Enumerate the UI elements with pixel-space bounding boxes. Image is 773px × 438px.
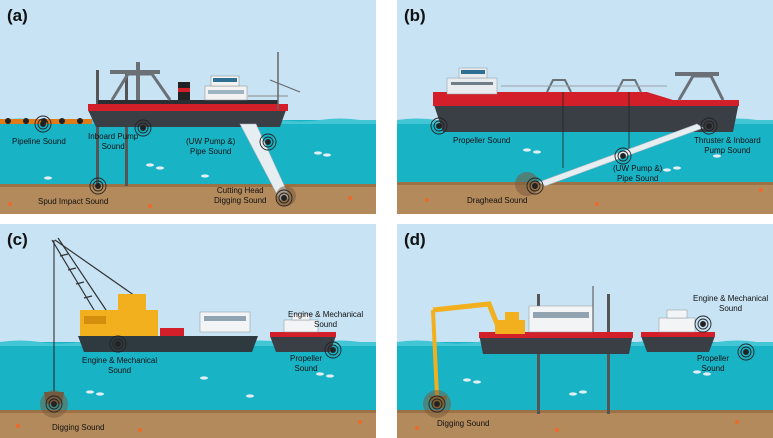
panel-d-excavator-dredge: (d) Engine & Mechanical Sound Propeller …: [397, 224, 773, 438]
sound-label: Digging Sound: [52, 423, 105, 432]
crane-barge-hull: [78, 336, 258, 352]
fish-school: [44, 151, 331, 180]
panel-b-scene: [397, 0, 773, 214]
sound-label: Cutting Head Digging Sound: [214, 186, 267, 205]
seabed: [397, 182, 773, 214]
sound-wave-icon: [275, 189, 293, 207]
panel-c-scene: [0, 224, 376, 438]
crabs: [8, 196, 352, 208]
panel-label: (a): [7, 6, 28, 25]
fish-school: [463, 370, 711, 396]
water: [0, 120, 376, 184]
sound-wave-icon: [89, 177, 107, 195]
panel-label: (c): [7, 230, 28, 249]
panel-b-hopper-dredge: (b) Propeller Sound Thruster & Inboard P…: [397, 0, 773, 214]
sound-label: Thruster & Inboard Pump Sound: [694, 136, 761, 155]
sound-label: Engine & Mechanical Sound: [288, 310, 364, 329]
sound-wave-icon: [614, 147, 632, 165]
sound-wave-icon: [430, 117, 448, 135]
sound-wave-icon: [428, 395, 446, 413]
deckhouse: [199, 311, 251, 333]
excavator-barge-hull: [479, 334, 633, 354]
panel-a-scene: [0, 0, 376, 214]
deckhouse: [528, 305, 594, 333]
sound-wave-icon: [526, 177, 544, 195]
bridge-house: [446, 77, 498, 95]
fish-school: [86, 372, 334, 398]
sound-wave-icon: [694, 315, 712, 333]
sound-label: Inboard Pump Sound: [88, 132, 139, 151]
sound-wave-icon: [324, 341, 342, 359]
sound-label: Spud Impact Sound: [38, 197, 109, 206]
sound-label: Propeller Sound: [697, 354, 730, 373]
crabs: [16, 420, 362, 432]
sound-wave-icon: [259, 133, 277, 151]
sound-label: Digging Sound: [437, 419, 490, 428]
panel-c-mechanical-dredge: (c) Engine & Mechanical Sound Engine & M…: [0, 224, 376, 438]
sound-label: Propeller Sound: [290, 354, 323, 373]
hull-stripe: [479, 332, 633, 338]
tugboat-hull: [270, 336, 336, 352]
sound-label: Draghead Sound: [467, 196, 528, 205]
spud-pole: [96, 70, 99, 186]
sound-wave-icon: [134, 119, 152, 137]
tug-cabin: [658, 317, 696, 333]
excavator-arm: [432, 301, 500, 325]
tugboat-hull: [641, 336, 715, 352]
deck-equipment: [160, 328, 184, 336]
sound-label: (UW Pump &) Pipe Sound: [613, 164, 663, 183]
sound-wave-icon: [109, 335, 127, 353]
sound-label: Propeller Sound: [453, 136, 511, 145]
sound-wave-icon: [737, 343, 755, 361]
floating-pipeline: [0, 118, 92, 124]
hull-stripe: [433, 92, 739, 106]
sound-label: Engine & Mechanical Sound: [693, 294, 769, 313]
crane-boom: [51, 237, 139, 321]
panel-label: (d): [404, 230, 426, 249]
crabs: [425, 188, 763, 206]
seabed: [0, 184, 376, 214]
spud-pole: [125, 70, 128, 186]
excavator-cab: [495, 320, 525, 334]
panel-d-scene: [397, 224, 773, 438]
sound-label: Pipeline Sound: [12, 137, 66, 146]
seabed: [397, 410, 773, 438]
sound-label: (UW Pump &) Pipe Sound: [186, 137, 236, 156]
sound-wave-icon: [700, 117, 718, 135]
hull-stripe: [88, 104, 288, 111]
sound-wave-icon: [45, 395, 63, 413]
panel-a-cutter-suction-dredge: (a) Pipeline Sound Inboard Pump Sound (U…: [0, 0, 376, 214]
hopper-hull: [433, 102, 739, 132]
sound-label: Engine & Mechanical Sound: [82, 356, 158, 375]
sound-wave-icon: [34, 115, 52, 133]
fish-school: [523, 148, 721, 172]
crabs: [415, 420, 739, 432]
panel-label: (b): [404, 6, 426, 25]
